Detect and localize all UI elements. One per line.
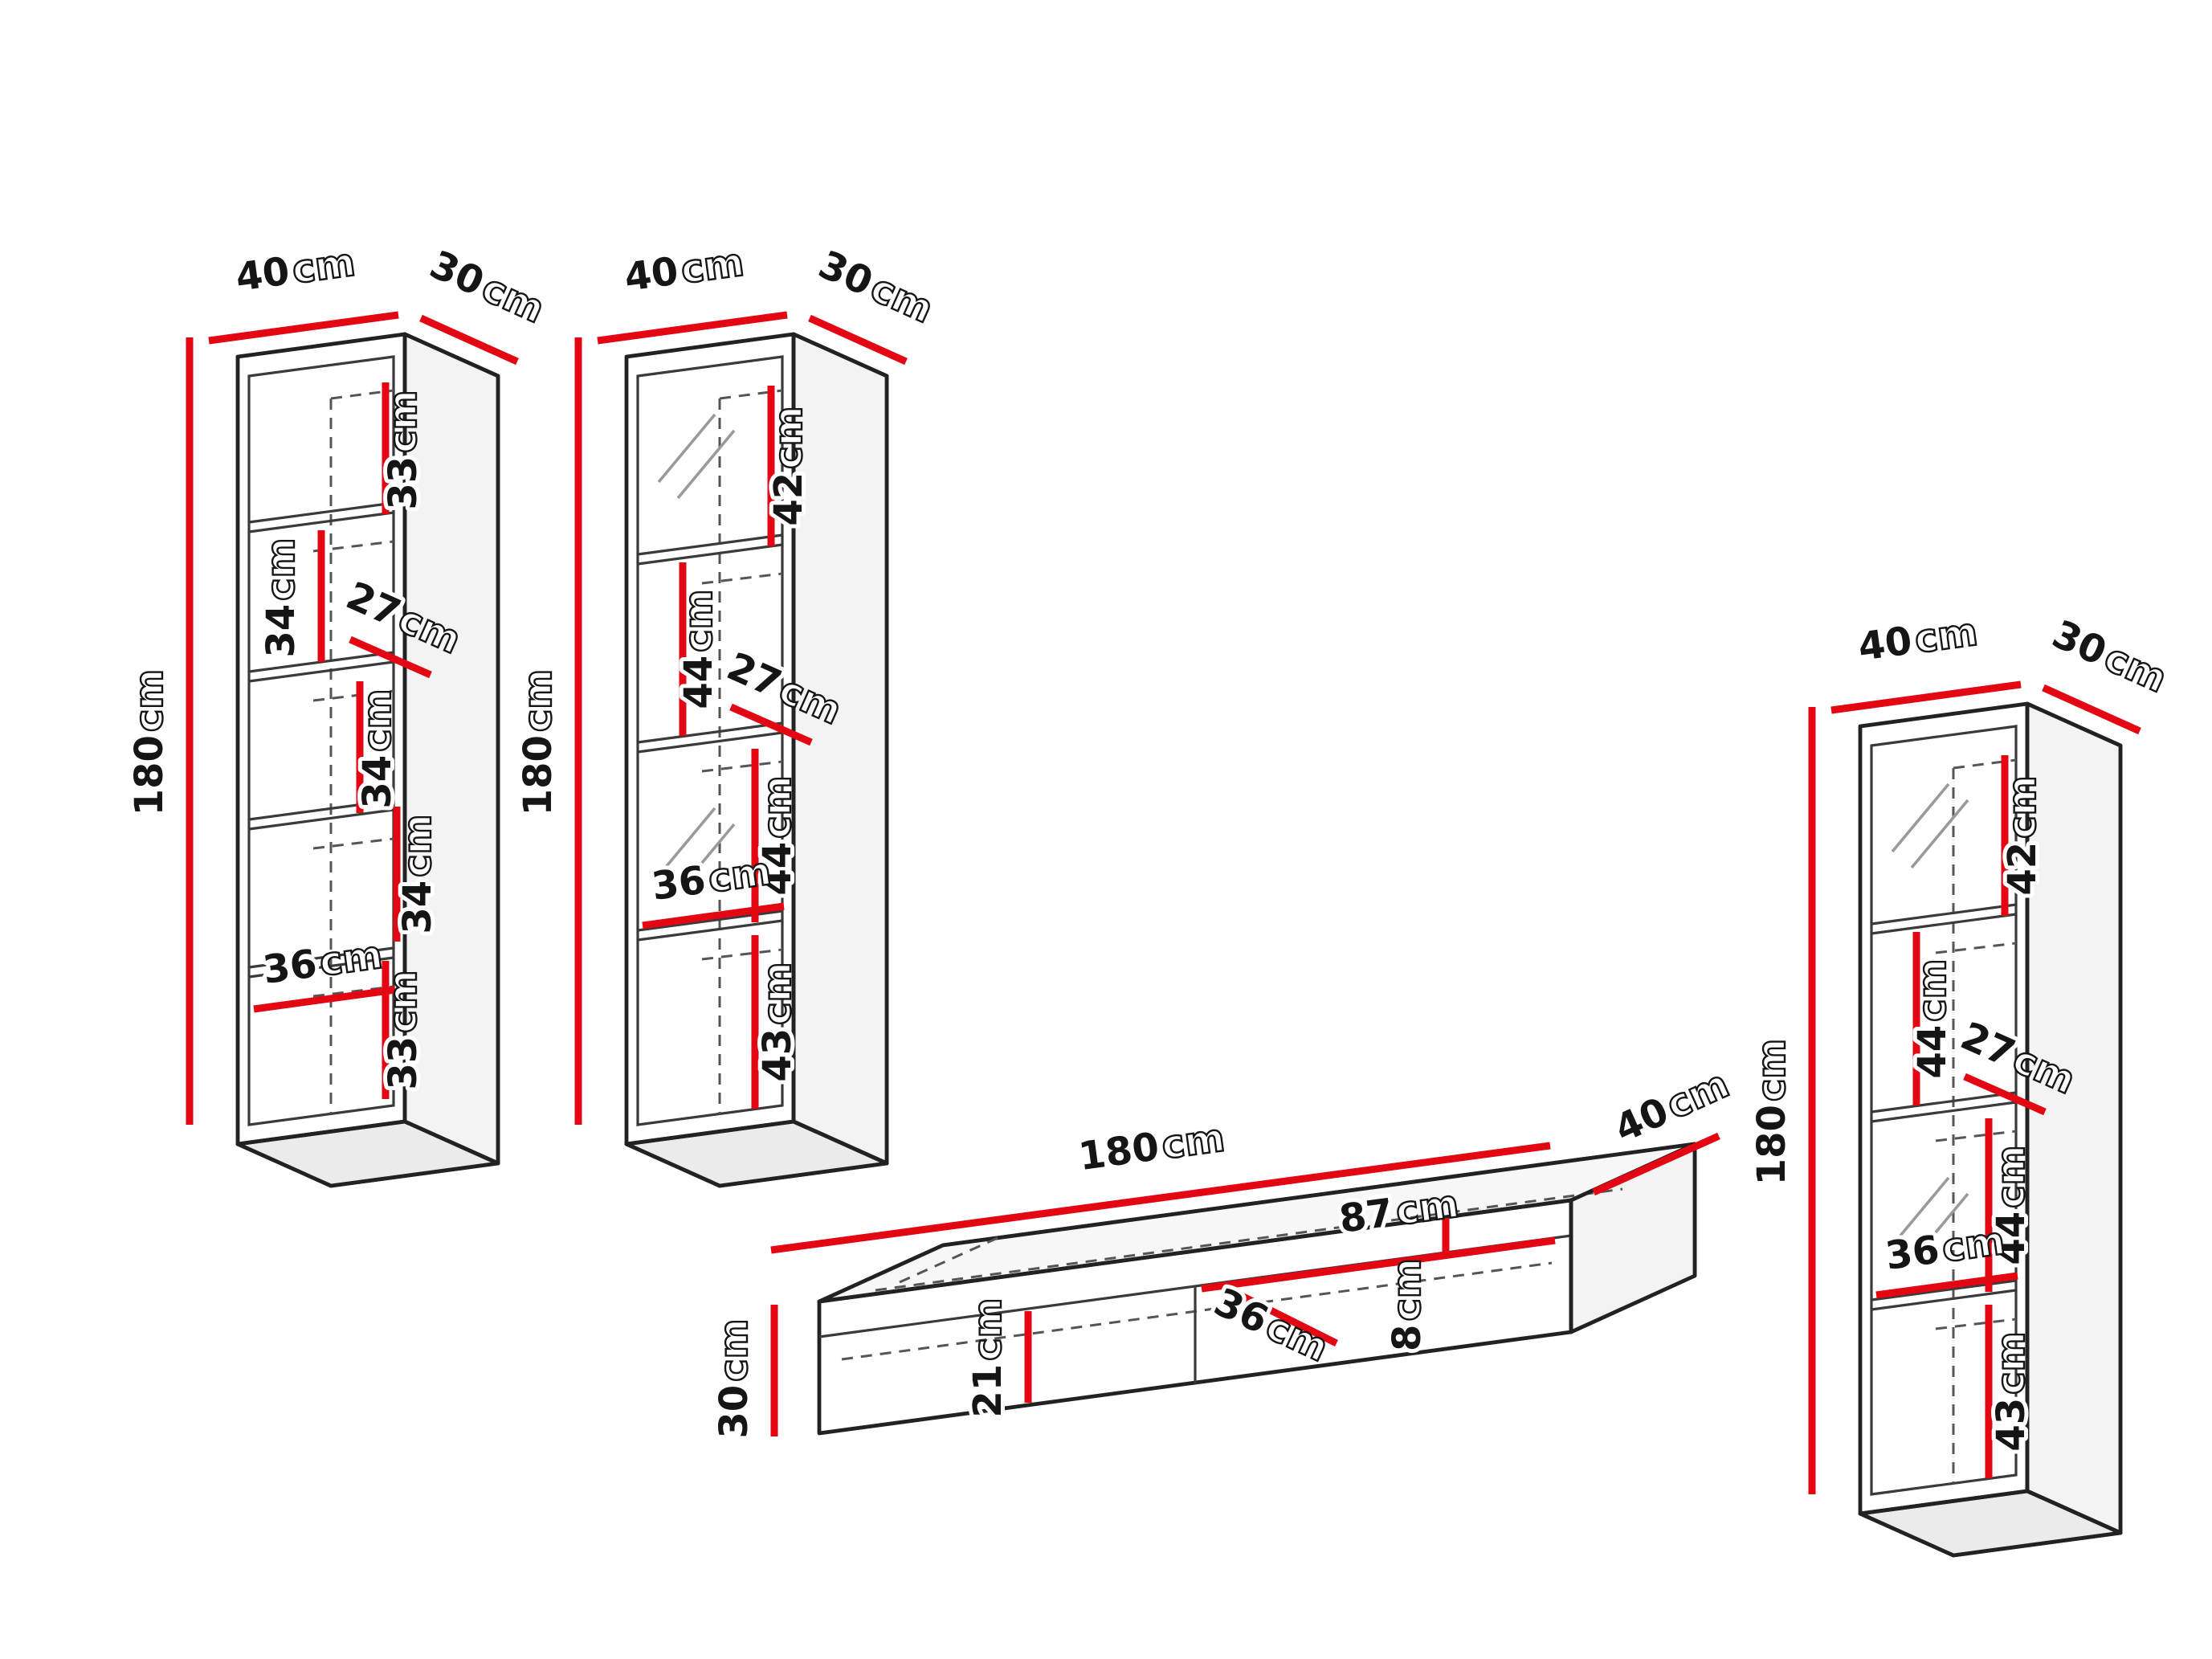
dim-cabinet1-comp-lower: 34cm [395, 814, 440, 934]
cabinet-1-interior [247, 355, 395, 1126]
cabinet-3-drawing: 40cm 30cm 180cm 42cm 44cm 27cm 44cm 36cm… [1745, 607, 2174, 1558]
dim-cabinet2-comp-upper: 44cm [676, 589, 721, 709]
dim-cabinet1-comp-top: 33cm [381, 390, 426, 509]
cabinet-1-shelves [248, 501, 394, 979]
cabinet-1-dimension-lines [186, 311, 519, 1125]
cabinet-2-dimension-lines [574, 311, 908, 1125]
dim-tvstand-rail-height: 8cm [1385, 1258, 1430, 1351]
dim-cabinet1-depth: 30cm [423, 242, 551, 332]
dim-cabinet3-depth: 30cm [2046, 611, 2173, 701]
dim-tvstand-length: 180cm [1076, 1115, 1228, 1179]
dim-cabinet1-comp-bottom: 33cm [381, 970, 426, 1089]
dim-cabinet2-depth: 30cm [812, 242, 940, 332]
tv-stand-dimension-lines [770, 1132, 1720, 1436]
dim-cabinet2-comp-middle: 44cm [755, 775, 800, 895]
dim-cabinet1-height: 180cm [127, 669, 172, 816]
cabinet-3-edges [1858, 701, 2123, 1535]
cabinet-2-drawing: 40cm 30cm 180cm 42cm 44cm 27cm 44cm 36cm… [512, 238, 941, 1188]
dim-cabinet3-comp-top: 42cm [2000, 775, 2045, 895]
cabinet-2-glass-marks [657, 413, 736, 893]
dim-cabinet3-width: 40cm [1855, 609, 1980, 669]
cabinet-1-drawing: 40cm 30cm 180cm 33cm 34cm 27cm 34cm 34cm… [123, 238, 552, 1188]
dim-tvstand-height: 30cm [712, 1318, 757, 1438]
cabinet-3-dimension-lines [1808, 680, 2141, 1494]
cabinet-2-edges [624, 332, 889, 1166]
dim-cabinet3-inner-width: 36cm [1883, 1218, 2007, 1278]
dim-cabinet2-comp-top: 42cm [766, 406, 811, 525]
dim-cabinet1-comp-middle: 34cm [355, 689, 400, 808]
dim-cabinet3-comp-middle: 44cm [1989, 1145, 2034, 1265]
dim-tvstand-flap-height: 21cm [965, 1297, 1010, 1417]
dim-cabinet2-width: 40cm [622, 239, 746, 300]
dim-cabinet1-width: 40cm [233, 239, 357, 300]
dim-cabinet2-height: 180cm [516, 669, 561, 816]
dim-cabinet2-comp-bottom: 43cm [755, 962, 800, 1081]
cabinet-3-glass-marks [1891, 783, 1969, 1263]
cabinet-1-edges [235, 332, 500, 1166]
dim-cabinet2-inner-width: 36cm [649, 848, 773, 909]
cabinet-1-hidden-lines [312, 389, 394, 1125]
dim-cabinet3-height: 180cm [1749, 1039, 1794, 1186]
dim-cabinet3-comp-upper: 44cm [1910, 958, 1955, 1078]
tv-stand-hidden-lines [841, 1187, 1623, 1361]
dim-tvstand-flap-width: 87cm [1337, 1181, 1461, 1241]
cabinet-2-hidden-lines [701, 389, 782, 1125]
tv-stand-drawing: 180cm 40cm 30cm 87cm 36cm 21cm 8cm [708, 1060, 1737, 1443]
dim-cabinet1-comp-upper: 34cm [259, 537, 304, 657]
dim-cabinet3-comp-bottom: 43cm [1989, 1331, 2034, 1451]
